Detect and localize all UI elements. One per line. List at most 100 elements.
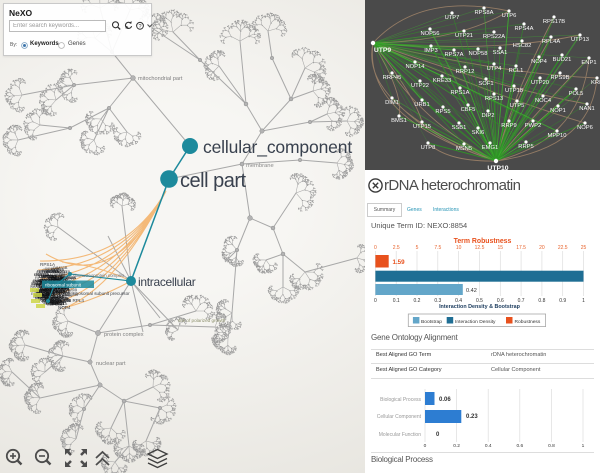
svg-text:UTP42: UTP42: [37, 291, 51, 296]
svg-text:RRP59A: RRP59A: [45, 296, 61, 301]
svg-text:NAN11: NAN11: [31, 281, 44, 286]
svg-text:NAN48: NAN48: [57, 292, 71, 297]
svg-text:1: 1: [582, 443, 585, 449]
svg-text:RPS59: RPS59: [41, 288, 55, 293]
svg-text:UTP5: UTP5: [510, 103, 525, 109]
svg-text:25: 25: [581, 245, 587, 251]
svg-text:1: 1: [582, 298, 585, 304]
svg-text:RPS50: RPS50: [39, 298, 53, 303]
svg-text:SSB55: SSB55: [46, 298, 59, 303]
svg-text:UTP13B: UTP13B: [39, 274, 54, 279]
svg-text:site of polarized growth: site of polarized growth: [178, 318, 226, 323]
svg-text:NOP32B: NOP32B: [50, 274, 66, 279]
svg-text:0.6: 0.6: [516, 443, 523, 449]
svg-text:RRP12: RRP12: [456, 69, 475, 75]
svg-text:RRP5: RRP5: [518, 144, 533, 150]
svg-text:UTP6: UTP6: [502, 13, 517, 19]
svg-text:URB1: URB1: [414, 102, 429, 108]
svg-text:DIM44: DIM44: [50, 277, 63, 282]
svg-text:POL5: POL5: [569, 91, 584, 97]
svg-text:10: 10: [456, 245, 462, 251]
svg-text:cell part: cell part: [180, 170, 246, 192]
svg-text:RRP45: RRP45: [383, 75, 402, 81]
svg-text:UTP13: UTP13: [571, 37, 589, 43]
svg-text:BUD31: BUD31: [38, 289, 52, 294]
svg-text:RPS17B: RPS17B: [543, 19, 565, 25]
svg-text:RCL1: RCL1: [509, 68, 524, 74]
svg-text:SSA9: SSA9: [55, 286, 66, 291]
svg-text:EMG21B: EMG21B: [32, 281, 49, 286]
svg-text:RPL52: RPL52: [52, 275, 65, 280]
svg-text:CBF17B: CBF17B: [55, 269, 70, 274]
svg-text:0: 0: [374, 298, 377, 304]
svg-text:7.5: 7.5: [434, 245, 441, 251]
svg-text:NOP58: NOP58: [468, 51, 487, 57]
svg-text:UTP10: UTP10: [52, 289, 65, 294]
svg-text:17.5: 17.5: [516, 245, 526, 251]
svg-text:NOC4: NOC4: [535, 98, 552, 104]
svg-text:2.5: 2.5: [393, 245, 400, 251]
svg-text:UTP15A: UTP15A: [41, 289, 56, 294]
svg-text:UTP4: UTP4: [487, 66, 503, 72]
svg-text:0: 0: [424, 443, 427, 449]
svg-text:NOP52B: NOP52B: [48, 287, 64, 292]
svg-text:CBF23: CBF23: [45, 296, 59, 301]
svg-text:1.59: 1.59: [393, 259, 406, 266]
svg-text:ribosomal subunit: ribosomal subunit: [45, 283, 82, 288]
svg-text:SSA17: SSA17: [39, 293, 53, 298]
svg-text:BUD35A: BUD35A: [52, 295, 68, 300]
svg-text:RPL10: RPL10: [47, 291, 60, 296]
svg-text:SSA52: SSA52: [44, 301, 57, 306]
svg-text:KRE33: KRE33: [433, 78, 451, 84]
svg-text:CBF51B: CBF51B: [43, 300, 58, 305]
svg-text:UTP30: UTP30: [49, 299, 63, 304]
svg-text:MPP51A: MPP51A: [60, 275, 76, 280]
svg-text:POL31A: POL31A: [35, 296, 50, 301]
svg-text:UTP7: UTP7: [445, 15, 460, 21]
svg-text:UTP21: UTP21: [455, 33, 473, 39]
svg-text:DIM22A: DIM22A: [55, 296, 70, 301]
svg-text:MPP54: MPP54: [43, 298, 57, 303]
svg-text:0.2: 0.2: [453, 443, 460, 449]
svg-text:UTP54B: UTP54B: [49, 301, 64, 306]
svg-text:0: 0: [374, 245, 377, 251]
svg-text:0.6: 0.6: [497, 298, 504, 304]
svg-text:SKI6: SKI6: [472, 130, 485, 136]
svg-text:EMG48B: EMG48B: [62, 292, 79, 297]
svg-text:NAN25A: NAN25A: [32, 288, 48, 293]
svg-text:5: 5: [416, 245, 419, 251]
svg-text:SSB12: SSB12: [57, 297, 70, 302]
svg-text:UTP39B: UTP39B: [37, 290, 52, 295]
svg-text:RPS4A: RPS4A: [514, 26, 533, 32]
svg-text:PWP2: PWP2: [525, 123, 541, 129]
svg-text:0.42: 0.42: [466, 288, 477, 294]
svg-text:BUD25: BUD25: [51, 267, 65, 272]
svg-text:NAN1: NAN1: [47, 276, 59, 281]
svg-text:DIM34: DIM34: [49, 301, 62, 306]
svg-text:ENP1: ENP1: [581, 60, 596, 66]
svg-text:Biological Process: Biological Process: [380, 397, 421, 403]
svg-text:UTP8: UTP8: [421, 145, 436, 151]
svg-text:RRP32: RRP32: [37, 289, 51, 294]
svg-text:UTP18: UTP18: [505, 88, 523, 94]
svg-text:KRE: KRE: [591, 80, 600, 86]
svg-text:BUD21: BUD21: [553, 57, 572, 63]
svg-text:POL22A: POL22A: [40, 286, 55, 291]
svg-text:BUD55: BUD55: [59, 271, 73, 276]
svg-text:NAN1: NAN1: [579, 106, 594, 112]
svg-text:0.4: 0.4: [455, 298, 462, 304]
svg-text:MPP9: MPP9: [38, 296, 50, 301]
svg-text:EMG57: EMG57: [47, 299, 62, 304]
svg-text:UTP31: UTP31: [52, 301, 65, 306]
svg-text:POL6B: POL6B: [36, 290, 49, 295]
svg-text:CBF39: CBF39: [50, 275, 63, 280]
svg-text:RPL56A: RPL56A: [42, 286, 57, 291]
svg-text:RRP5A: RRP5A: [31, 283, 45, 288]
svg-text:POL54A: POL54A: [55, 289, 70, 294]
svg-text:IMP3: IMP3: [424, 48, 438, 54]
svg-text:DIM4B: DIM4B: [36, 270, 49, 275]
svg-text:membrane: membrane: [246, 163, 274, 169]
svg-text:RPL32A: RPL32A: [37, 269, 55, 274]
svg-text:SSA42A: SSA42A: [48, 276, 63, 281]
svg-text:RPL22: RPL22: [43, 274, 56, 279]
